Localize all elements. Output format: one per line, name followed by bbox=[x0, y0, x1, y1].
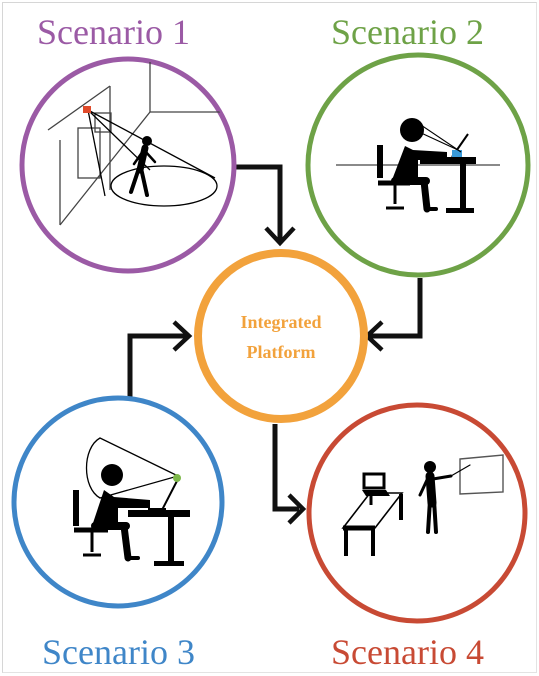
scenario3-label: Scenario 3 bbox=[42, 632, 195, 672]
arrow-platform-to-scenario4 bbox=[272, 424, 299, 512]
arrow-scenario1-to-platform bbox=[234, 164, 283, 240]
scenario3-pictogram bbox=[73, 437, 190, 566]
scenario1-label: Scenario 1 bbox=[37, 12, 190, 52]
integrated-platform-circle bbox=[194, 249, 368, 423]
presentation-board-icon bbox=[459, 454, 504, 495]
office-chair-icon bbox=[377, 145, 410, 210]
arrow-scenario3-to-platform-head bbox=[172, 320, 193, 352]
integrated-platform-line2: Platform bbox=[246, 342, 316, 362]
laptop-icon-4 bbox=[362, 472, 390, 496]
desk-icon bbox=[420, 157, 476, 213]
scenario4-label: Scenario 4 bbox=[331, 632, 484, 672]
gaze-target-icon bbox=[173, 474, 181, 482]
laptop-icon-3 bbox=[148, 478, 179, 511]
integrated-platform-label: Integrated Platform bbox=[200, 307, 362, 367]
scenario1-circle bbox=[19, 56, 237, 274]
gaze-cone bbox=[85, 437, 180, 499]
scenario2-pictogram bbox=[336, 118, 500, 213]
arrow-scenario2-to-platform bbox=[370, 278, 423, 339]
scenario2-label: Scenario 2 bbox=[331, 12, 484, 52]
office-chair-icon-3 bbox=[73, 490, 108, 557]
presenter-person-icon bbox=[418, 461, 471, 534]
arrow-platform-to-scenario4-head bbox=[287, 493, 307, 525]
arrow-scenario3-to-platform bbox=[127, 333, 186, 398]
laptop-icon bbox=[451, 133, 469, 158]
ceiling-camera-icon bbox=[83, 106, 91, 113]
table-icon bbox=[341, 492, 404, 556]
walking-person-icon bbox=[129, 136, 157, 197]
arrows bbox=[127, 164, 423, 525]
seated-person-icon-3 bbox=[91, 464, 150, 562]
scenario4-circle bbox=[306, 402, 528, 624]
scenario4-pictogram bbox=[341, 454, 504, 556]
arrow-scenario1-to-platform-head bbox=[264, 226, 296, 247]
integrated-platform-line1: Integrated bbox=[240, 312, 322, 332]
desk-icon-3 bbox=[128, 510, 190, 566]
